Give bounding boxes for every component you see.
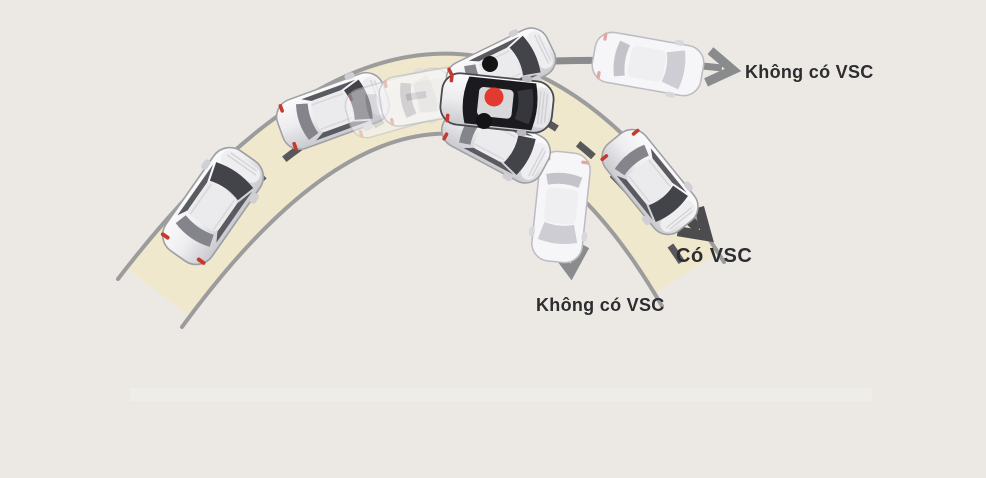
black-dot-oversteer-icon (476, 113, 492, 129)
car-understeer-slide-icon (588, 24, 708, 104)
black-dot-understeer-icon (482, 56, 498, 72)
red-dot-vsc-car-icon (484, 87, 504, 107)
label-with-vsc: Có VSC (676, 245, 753, 267)
road-inner-edge (180, 131, 664, 329)
subtle-background-band (130, 388, 872, 401)
label-no-vsc-oversteer: Không có VSC (536, 295, 665, 315)
label-no-vsc-understeer: Không có VSC (745, 62, 874, 82)
